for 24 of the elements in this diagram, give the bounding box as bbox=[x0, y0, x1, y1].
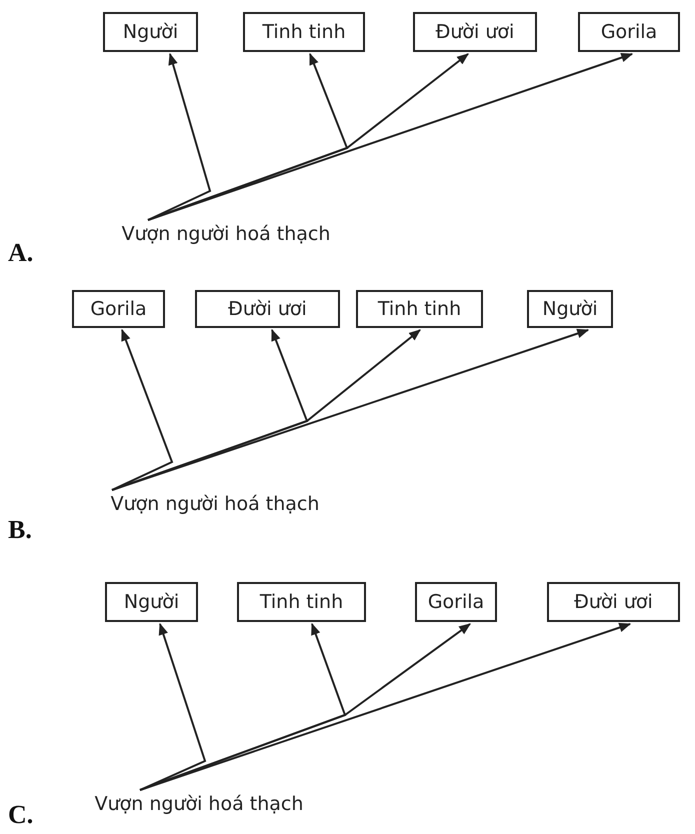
ancestor-label: Vượn người hoá thạch bbox=[98, 220, 354, 248]
ancestor-label: Vượn người hoá thạch bbox=[70, 490, 360, 518]
option-letter: C. bbox=[8, 800, 34, 830]
species-label-box: Đười ươi bbox=[195, 290, 340, 328]
species-label-box: Người bbox=[105, 582, 198, 622]
species-label-box: Gorila bbox=[72, 290, 165, 328]
species-label-box: Tinh tinh bbox=[356, 290, 483, 328]
arrow bbox=[112, 328, 590, 491]
arrow bbox=[140, 622, 632, 791]
species-label-box: Người bbox=[103, 12, 198, 52]
species-label-box: Gorila bbox=[415, 582, 497, 622]
option-letter: A. bbox=[8, 238, 34, 268]
species-label-box: Đười ươi bbox=[547, 582, 680, 622]
ancestor-label: Vượn người hoá thạch bbox=[68, 790, 330, 818]
species-label-box: Tinh tinh bbox=[237, 582, 366, 622]
arrow bbox=[148, 52, 634, 221]
arrow bbox=[140, 622, 206, 791]
arrow bbox=[148, 52, 212, 221]
species-label-box: Tinh tinh bbox=[243, 12, 365, 52]
species-label-box: Đười ươi bbox=[413, 12, 537, 52]
option-letter: B. bbox=[8, 515, 32, 545]
species-label-box: Gorila bbox=[578, 12, 680, 52]
species-label-box: Người bbox=[527, 290, 613, 328]
arrow bbox=[112, 328, 174, 491]
